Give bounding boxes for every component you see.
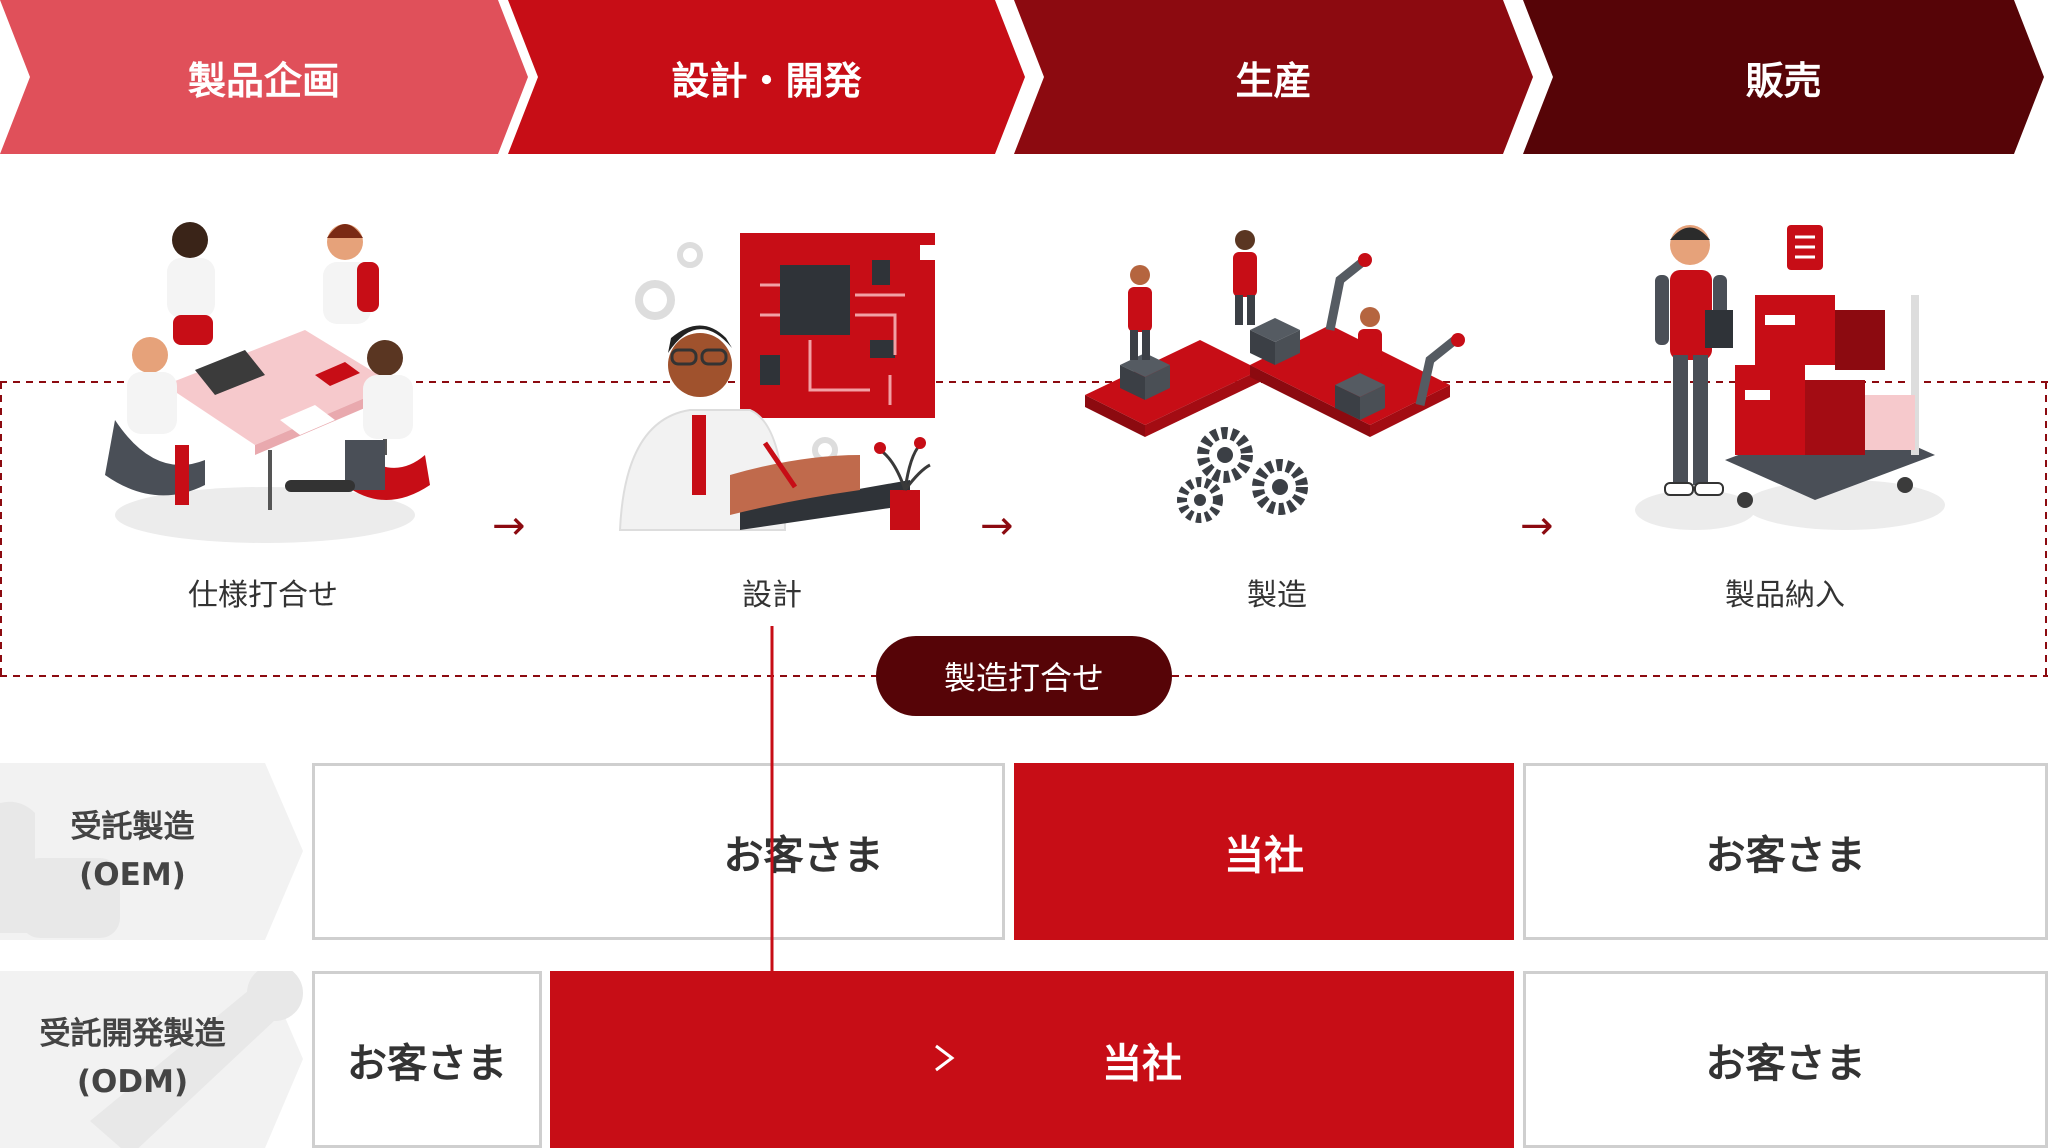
odm-cell-company: 当社 [550, 971, 1514, 1148]
odm-cell-customer-1: お客さま [312, 971, 542, 1148]
row-label-oem-line2: (OEM) [79, 857, 186, 894]
flow-arrow-1: → [492, 503, 526, 549]
row-label-odm-line2: (ODM) [76, 1064, 189, 1101]
row-label-odm: 受託開発製造 (ODM) [0, 1010, 265, 1106]
stage-chevron-1 [0, 0, 528, 154]
hand-icon [0, 801, 120, 938]
stage-chevron-4 [1523, 0, 2044, 154]
step-caption-manufacturing: 製造 [1247, 578, 1307, 613]
meeting-badge: 製造打合せ [876, 636, 1172, 716]
odm-cell-company-text: 当社 [1102, 1040, 1182, 1087]
meeting-badge-label: 製造打合せ [943, 659, 1104, 697]
oem-cell-customer-2: お客さま [1523, 763, 2048, 940]
oem-cell-company: 当社 [1014, 763, 1514, 940]
wrench-icon [90, 971, 303, 1148]
row-label-bg-odm [0, 971, 303, 1148]
odm-cell-customer-1-text: お客さま [347, 1040, 507, 1087]
stage-chevron-3 [1014, 0, 1533, 154]
design-engineer-illustration [618, 233, 935, 531]
row-label-bg-oem [0, 763, 303, 940]
oem-cell-customer-2-text: お客さま [1705, 832, 1866, 879]
delivery-boxes-illustration [1635, 225, 1945, 530]
flow-arrow-3: → [1520, 503, 1554, 549]
oem-cell-company-text: 当社 [1224, 832, 1304, 879]
row-label-odm-line1: 受託開発製造 [39, 1016, 226, 1052]
row-label-oem-line1: 受託製造 [70, 809, 195, 845]
stage-chevron-2 [508, 0, 1025, 154]
row-label-oem: 受託製造 (OEM) [0, 803, 265, 899]
meeting-illustration [105, 222, 430, 543]
stage-chevrons [0, 0, 2044, 154]
step-caption-spec-meeting: 仕様打合せ [188, 578, 338, 613]
oem-cell-customer-1-text: お客さま [723, 832, 884, 879]
stage-label-design: 設計・開発 [671, 58, 862, 103]
stage-label-sales: 販売 [1745, 58, 1822, 103]
stage-label-production: 生産 [1235, 58, 1312, 103]
flow-arrow-2: → [980, 503, 1014, 549]
step-caption-design: 設計 [742, 578, 802, 613]
factory-conveyor-illustration [1085, 230, 1465, 523]
oem-cell-customer-1: お客さま [312, 763, 1005, 940]
stage-label-planning: 製品企画 [187, 58, 340, 103]
odm-cell-customer-2-text: お客さま [1705, 1040, 1866, 1087]
step-caption-delivery: 製品納入 [1725, 578, 1845, 613]
odm-cell-customer-2: お客さま [1523, 971, 2048, 1148]
